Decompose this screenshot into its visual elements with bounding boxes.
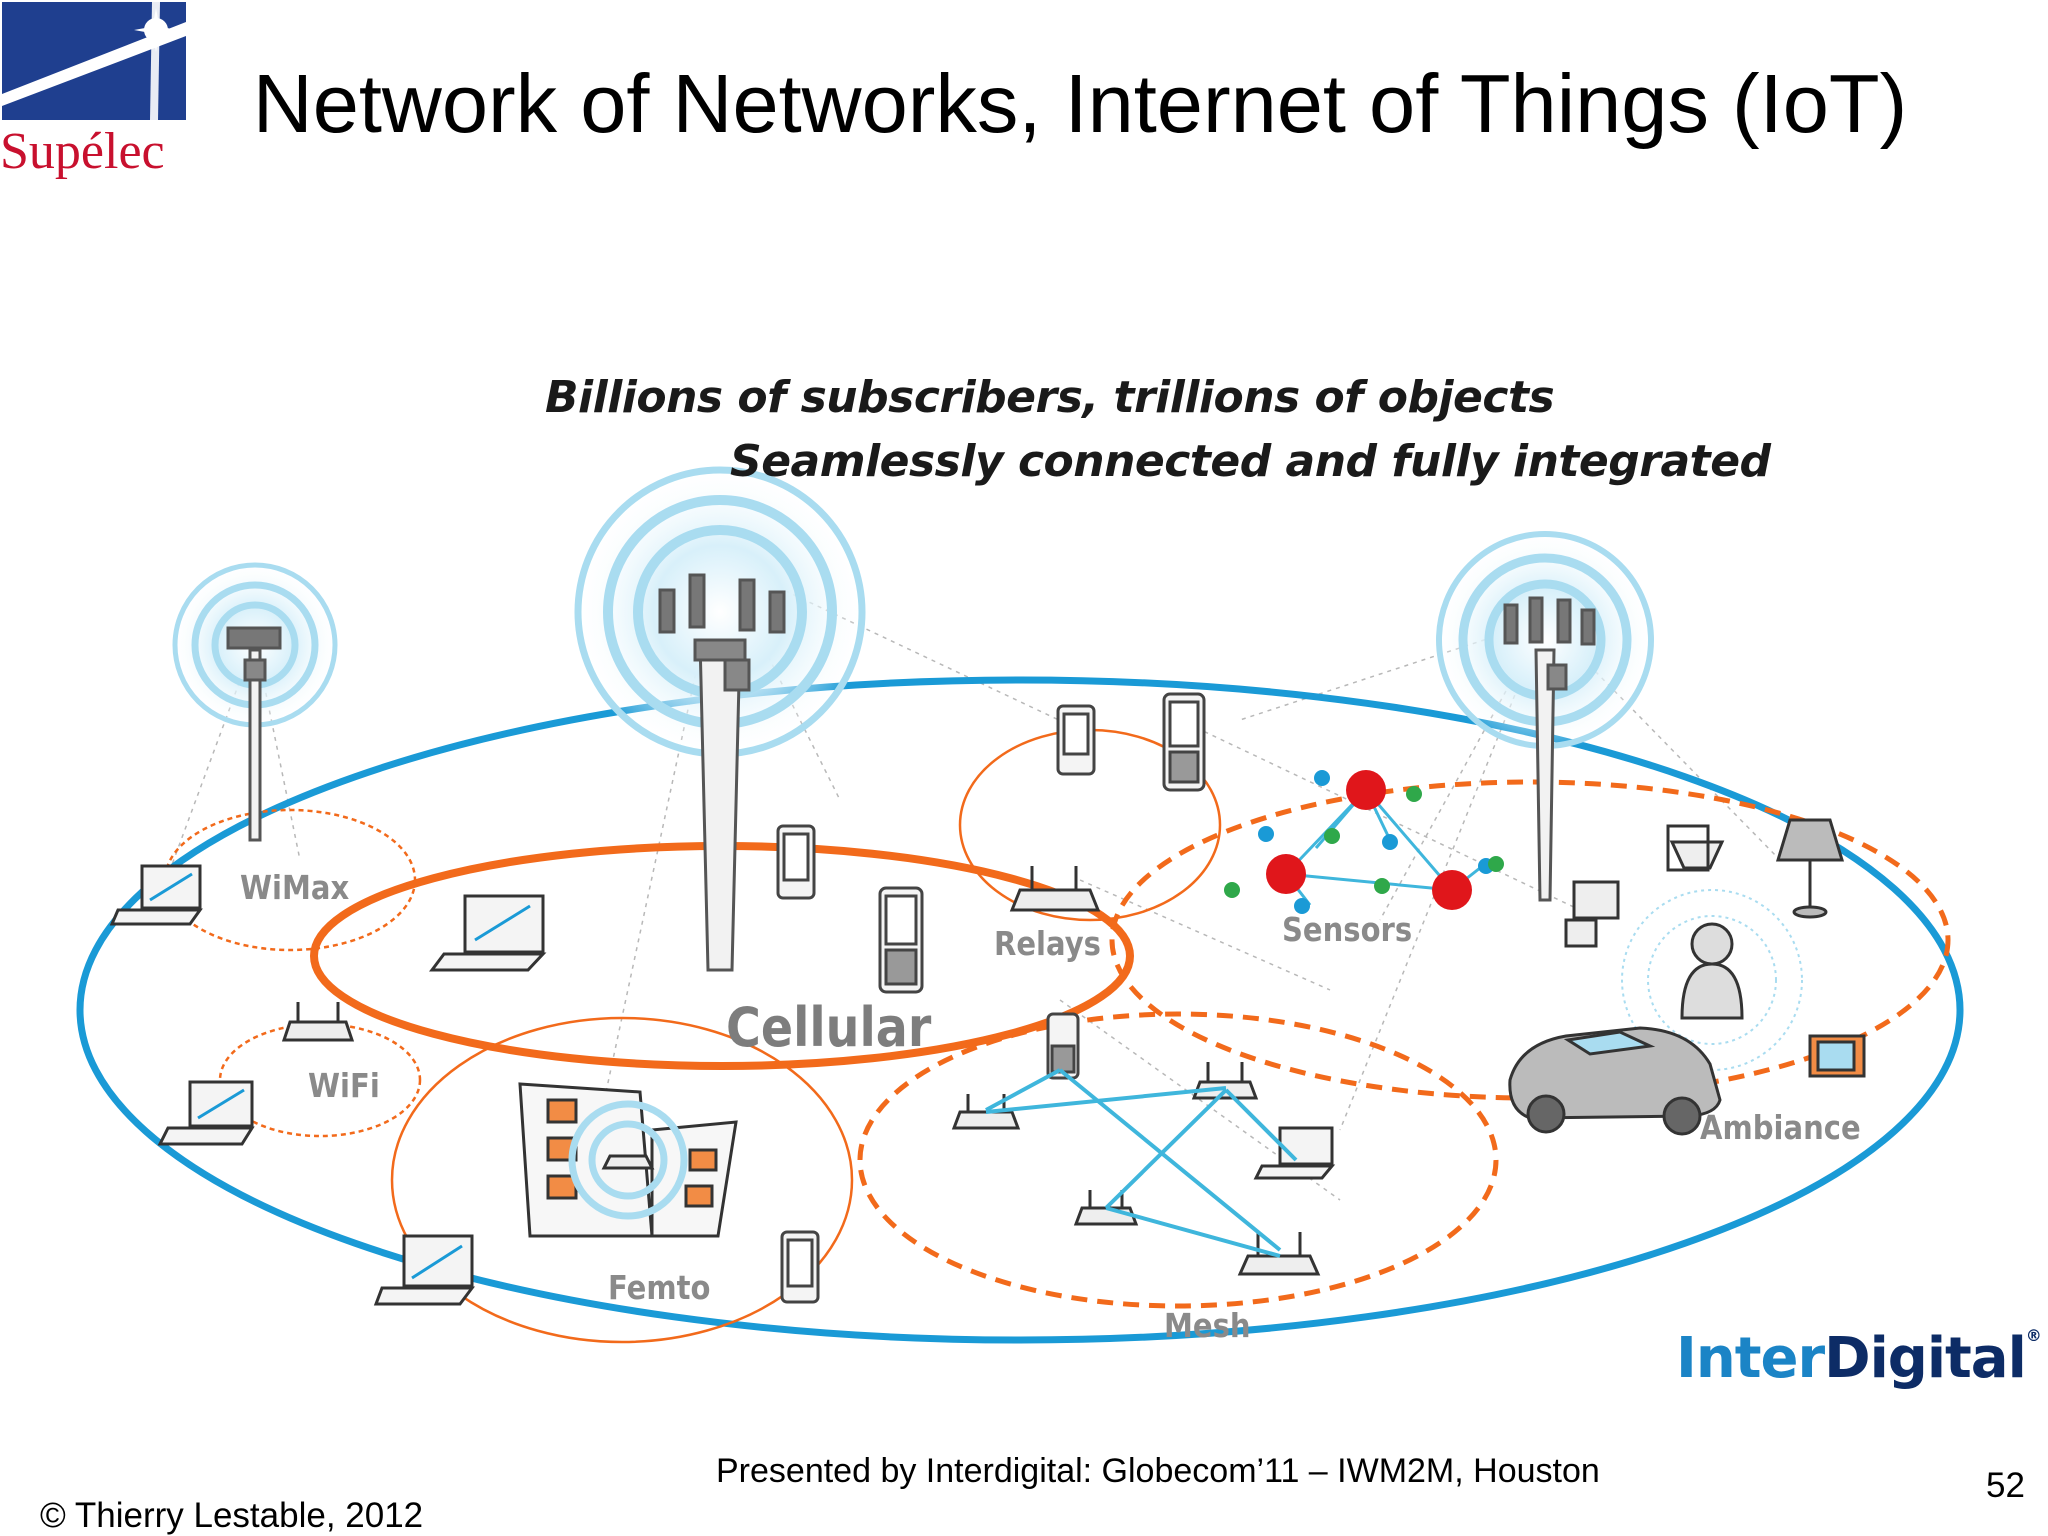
label-femto: Femto <box>608 1268 711 1307</box>
right-tower <box>1503 596 1596 902</box>
sensor-nodes <box>1224 770 1504 914</box>
logo-text: Supélec <box>0 123 165 180</box>
supelec-logo: Supélec <box>0 0 190 190</box>
label-wifi: WiFi <box>308 1066 380 1105</box>
interdigital-logo: InterDigital® <box>1676 1326 2042 1391</box>
copyright-notice: © Thierry Lestable, 2012 <box>40 1496 424 1535</box>
routers <box>281 866 1321 1276</box>
logo-emblem <box>2 2 186 120</box>
label-wimax: WiMax <box>240 868 350 907</box>
car <box>1508 1026 1722 1136</box>
tower-halos <box>170 464 1657 760</box>
laptops <box>109 864 1336 1306</box>
label-sensors: Sensors <box>1282 910 1413 949</box>
femto-signal <box>568 1100 688 1220</box>
headline-connected: Seamlessly connected and fully integrate… <box>730 436 1771 487</box>
label-cellular: Cellular <box>726 996 932 1059</box>
femto-ring <box>390 1016 854 1344</box>
ambiance-devices <box>1564 818 1866 1078</box>
label-relays: Relays <box>994 924 1101 963</box>
wifi-ring <box>218 1022 422 1138</box>
presented-by: Presented by Interdigital: Globecom’11 –… <box>716 1452 1600 1490</box>
label-mesh: Mesh <box>1164 1306 1251 1345</box>
label-ambiance: Ambiance <box>1700 1108 1861 1147</box>
cellular-tower <box>658 573 786 972</box>
mesh-ring <box>857 1011 1499 1309</box>
page-number: 52 <box>1986 1466 2025 1505</box>
mesh-links <box>985 1068 1298 1258</box>
headline-subscribers: Billions of subscribers, trillions of ob… <box>545 372 1555 423</box>
outer-network-ring <box>76 676 1964 1344</box>
wimax-tower <box>226 626 282 842</box>
slide-title: Network of Networks, Internet of Things … <box>252 57 1908 150</box>
